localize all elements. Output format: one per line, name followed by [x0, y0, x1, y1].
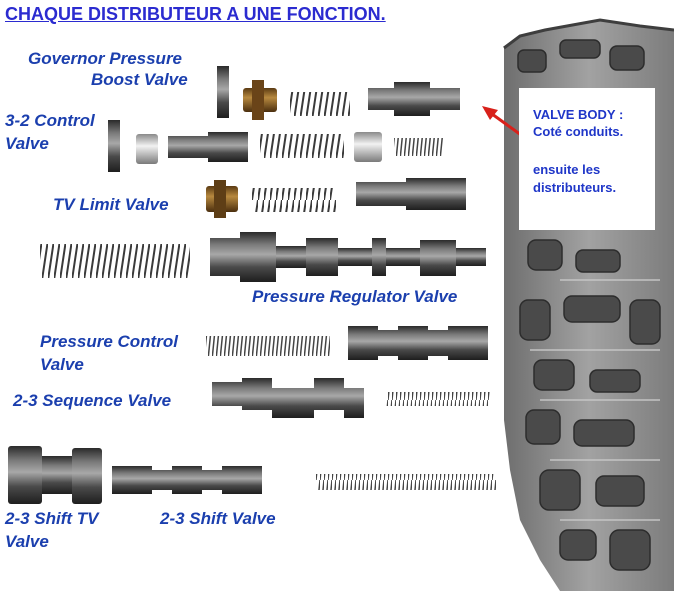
shift-23-valve-parts: [8, 446, 496, 504]
label-shift-tv-line2: Valve: [5, 532, 49, 551]
sequence-23-valve-parts: [212, 378, 490, 418]
note-line4: distributeurs.: [533, 180, 617, 195]
label-sequence23: 2-3 Sequence Valve: [13, 391, 172, 410]
label-shift23: 2-3 Shift Valve: [160, 509, 276, 528]
pressure-regulator-valve-parts: [40, 232, 486, 282]
label-control32-line2: Valve: [5, 134, 49, 153]
label-tv-limit: TV Limit Valve: [53, 195, 169, 214]
governor-valve-parts: [217, 66, 460, 120]
note-line2: Coté conduits.: [533, 124, 624, 139]
page-title: CHAQUE DISTRIBUTEUR A UNE FONCTION.: [5, 4, 386, 24]
control-32-valve-parts: [108, 120, 444, 172]
valve-body-note: VALVE BODY : Coté conduits. ensuite les …: [519, 88, 655, 230]
tv-limit-valve-parts: [206, 178, 466, 218]
label-control32-line1: 3-2 Control: [5, 111, 95, 130]
pressure-control-valve-parts: [206, 326, 488, 360]
note-line1: VALVE BODY :: [533, 107, 624, 122]
label-governor-line1: Governor Pressure: [28, 49, 183, 68]
label-pressure-regulator: Pressure Regulator Valve: [252, 287, 458, 306]
note-line3: ensuite les: [533, 162, 601, 177]
label-governor-line2: Boost Valve: [91, 70, 188, 89]
label-pressure-control-line2: Valve: [40, 355, 84, 374]
label-shift-tv-line1: 2-3 Shift TV: [5, 509, 99, 528]
label-pressure-control-line1: Pressure Control: [40, 332, 178, 351]
